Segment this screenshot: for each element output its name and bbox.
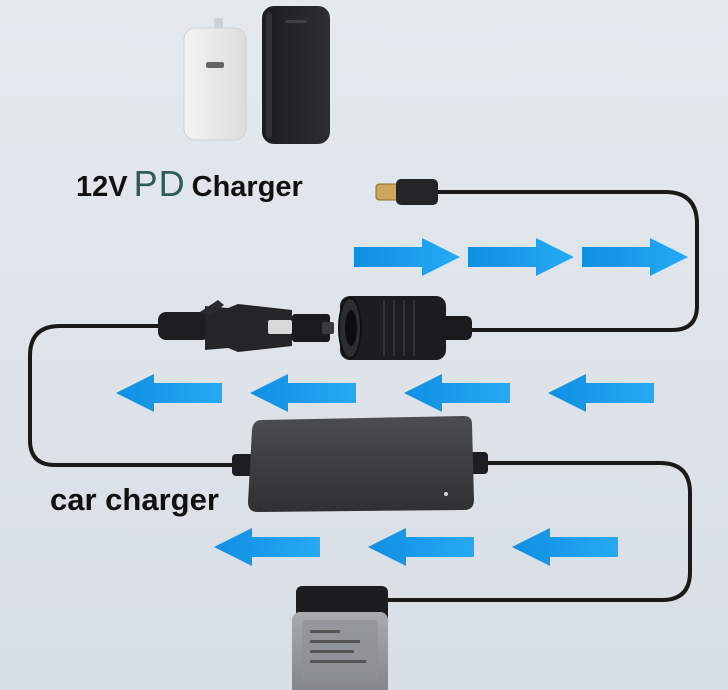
arrow-right-icon [582,238,688,276]
arrow-left-icon [548,374,654,412]
cable-right [378,461,692,602]
cable-left [28,324,238,467]
car-socket-icon [338,296,472,360]
drone-battery-icon [292,586,388,690]
car-cigarette-plug-icon [158,300,334,352]
pd-label: PD [133,163,186,204]
usb-c-plug-icon [375,179,438,205]
arrow-left-icon [116,374,222,412]
arrow-right-icon [468,238,574,276]
arrow-left-icon [404,374,510,412]
arrows-row-1 [354,238,688,276]
arrow-left-icon [368,528,474,566]
car-charger-label: car charger [50,482,219,517]
arrow-left-icon [214,528,320,566]
wall-adapter-icon [183,18,247,141]
charger-label: Charger [191,171,303,203]
arrows-row-2 [116,374,654,412]
voltage-label: 12V [76,171,128,203]
arrow-right-icon [354,238,460,276]
cable-top [434,190,699,332]
arrows-row-3 [214,528,618,566]
power-bank-icon [262,6,330,144]
arrow-left-icon [250,374,356,412]
arrow-left-icon [512,528,618,566]
car-charger-box-icon [232,416,488,512]
